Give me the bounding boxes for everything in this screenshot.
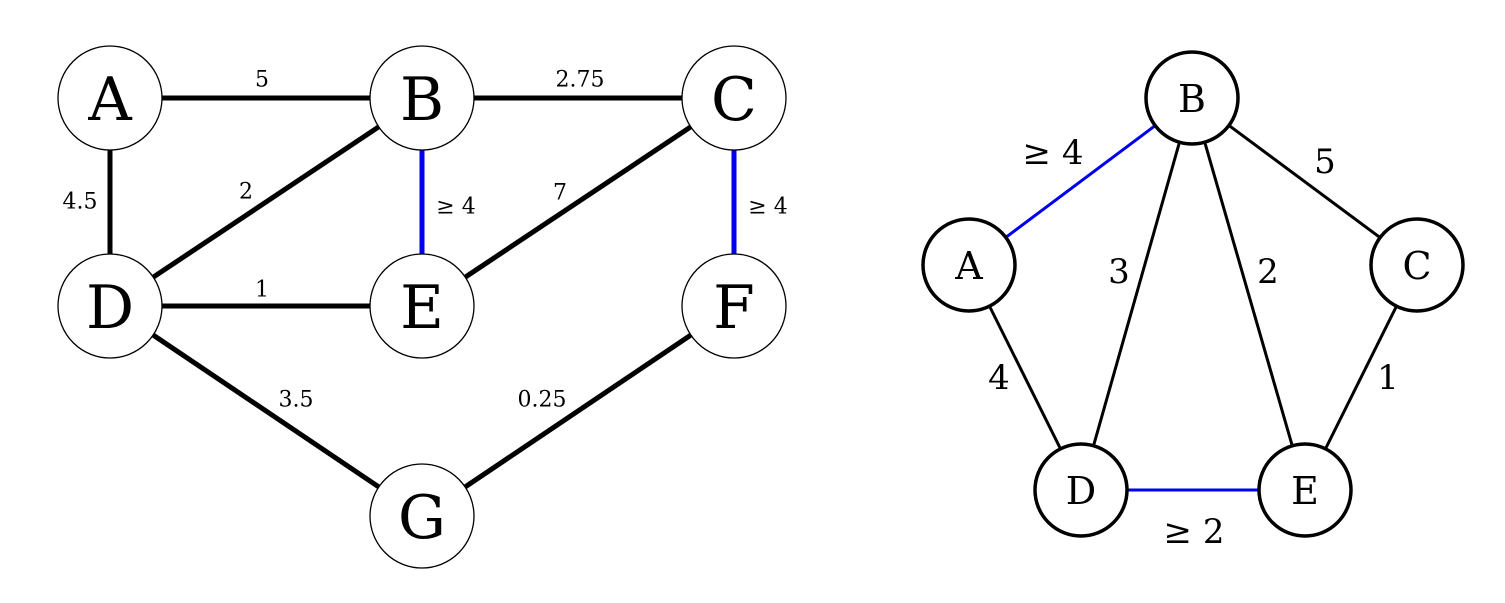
node-right-e	[1257, 442, 1353, 538]
edge-label-left-b-d: 2	[239, 180, 253, 205]
edge-label-left-b-e: ≥ 4	[436, 195, 475, 220]
edge-left-d-g	[108, 303, 424, 519]
node-label-right-e: E	[1291, 469, 1319, 513]
node-right-a	[921, 217, 1017, 313]
edge-label-right-b-c: 5	[1314, 142, 1336, 182]
node-left-e	[369, 253, 475, 359]
node-left-c	[681, 45, 787, 151]
edge-label-right-d-e: ≥ 2	[1164, 512, 1225, 552]
node-left-a	[57, 45, 163, 151]
edge-left-c-e	[420, 95, 736, 309]
edge-label-left-f-g: 0.25	[518, 388, 567, 413]
edge-left-f-g	[420, 303, 736, 519]
node-label-right-a: A	[954, 244, 983, 288]
left-graph: A B C D E F G 5 2.75 4.5 2 ≥ 4 7 ≥ 4 1 3.5 0.25	[57, 45, 788, 569]
node-left-b	[369, 45, 475, 151]
edge-label-left-c-e: 7	[553, 181, 567, 206]
edge-right-b-e	[1190, 97, 1307, 491]
node-right-d	[1033, 442, 1129, 538]
edge-label-right-a-d: 4	[988, 358, 1010, 398]
node-label-left-e: E	[400, 273, 444, 343]
node-label-right-c: C	[1402, 244, 1431, 288]
node-left-f	[681, 253, 787, 359]
node-label-left-g: G	[398, 483, 446, 553]
node-label-left-d: D	[86, 273, 134, 343]
edge-label-right-b-e: 2	[1257, 252, 1279, 292]
edge-label-left-a-b: 5	[255, 68, 269, 93]
edge-label-left-d-g: 3.5	[279, 388, 314, 413]
node-label-left-c: C	[711, 65, 757, 135]
edge-label-right-c-e: 1	[1377, 358, 1399, 398]
edge-label-left-a-d: 4.5	[63, 190, 98, 215]
node-label-left-f: F	[713, 273, 755, 343]
edge-label-right-a-b: ≥ 4	[1023, 133, 1084, 173]
node-left-g	[369, 463, 475, 569]
node-label-right-b: B	[1178, 77, 1206, 121]
edge-right-b-d	[1079, 97, 1194, 491]
node-right-b	[1144, 50, 1240, 146]
node-label-right-d: D	[1066, 469, 1096, 513]
edge-label-left-c-f: ≥ 4	[748, 195, 787, 220]
right-graph: A B C D E ≥ 4 5 3 2 4 1 ≥ 2	[921, 50, 1465, 552]
edge-label-left-b-c: 2.75	[556, 68, 605, 93]
edge-label-left-d-e: 1	[255, 278, 269, 303]
edge-left-b-d	[108, 95, 424, 309]
edge-label-right-b-d: 3	[1108, 252, 1130, 292]
node-label-left-a: A	[87, 65, 132, 135]
node-left-d	[57, 253, 163, 359]
node-right-c	[1369, 217, 1465, 313]
node-label-left-b: B	[400, 65, 444, 135]
